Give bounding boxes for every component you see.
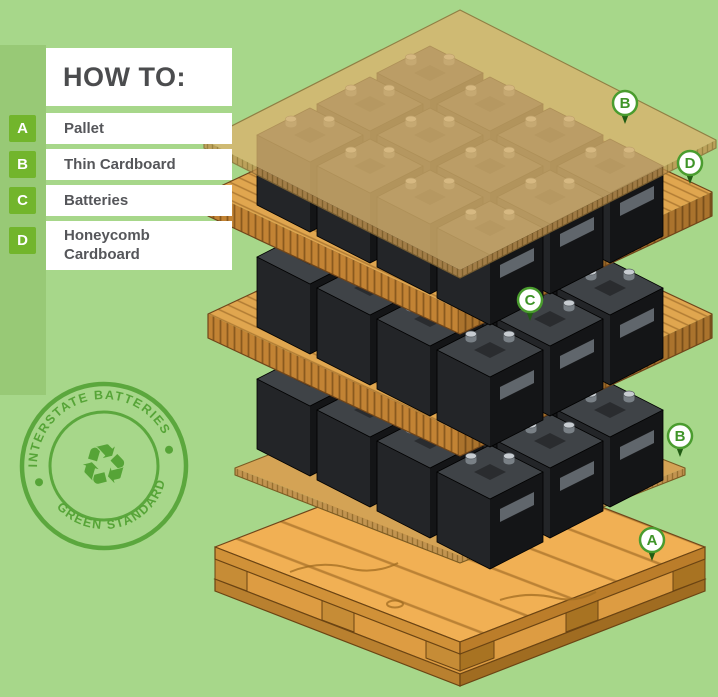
legend-key-c: C xyxy=(9,187,36,214)
legend-label: Batteries xyxy=(64,192,129,209)
legend-item-pallet: A Pallet xyxy=(9,113,232,144)
legend-item-honeycomb-cardboard: D Honeycomb Cardboard xyxy=(9,221,232,270)
wood-grain xyxy=(289,562,399,573)
marker-circle xyxy=(638,526,666,554)
recycle-icon: ♻ xyxy=(72,429,136,504)
page-title: HOW TO: xyxy=(63,61,186,92)
marker-letter: C xyxy=(525,292,536,309)
legend-label: Thin Cardboard xyxy=(64,156,176,173)
callout-marker-c: C xyxy=(516,286,544,321)
legend-label: Honeycomb Cardboard xyxy=(64,227,150,263)
wood-knot xyxy=(386,599,404,609)
wood-grain xyxy=(499,591,597,601)
thin-cardboard-top-sheet xyxy=(203,9,717,279)
legend-item-batteries: C Batteries xyxy=(9,185,232,216)
green-standard-stamp: INTERSTATE BATTERIES GREEN STANDARD ♻ xyxy=(0,359,211,572)
marker-circle xyxy=(516,286,544,314)
marker-letter: A xyxy=(647,532,658,549)
marker-letter: B xyxy=(675,428,686,445)
callout-marker-d: D xyxy=(676,149,704,184)
marker-circle xyxy=(611,89,639,117)
legend-strip xyxy=(0,45,46,395)
legend-label: Pallet xyxy=(64,120,105,137)
marker-circle xyxy=(666,422,694,450)
stamp-rings xyxy=(19,381,189,551)
stamp-dot-left xyxy=(34,478,43,487)
callout-marker-a: A xyxy=(638,526,666,561)
callout-markers: B D C B A xyxy=(516,89,704,561)
marker-circle xyxy=(676,149,704,177)
stamp-badge: INTERSTATE BATTERIES GREEN STANDARD ♻ xyxy=(11,372,189,551)
legend-key-b: B xyxy=(9,151,36,178)
marker-letter: D xyxy=(685,155,696,172)
marker-letter: B xyxy=(620,95,631,112)
callout-marker-b-bottom: B xyxy=(666,422,694,457)
callout-marker-b-top: B xyxy=(611,89,639,124)
stamp-dot-right xyxy=(165,445,174,454)
legend-item-thin-cardboard: B Thin Cardboard xyxy=(9,149,232,180)
legend-key-d: D xyxy=(9,227,36,254)
legend-key-a: A xyxy=(9,115,36,142)
legend-header: HOW TO: xyxy=(46,48,232,106)
